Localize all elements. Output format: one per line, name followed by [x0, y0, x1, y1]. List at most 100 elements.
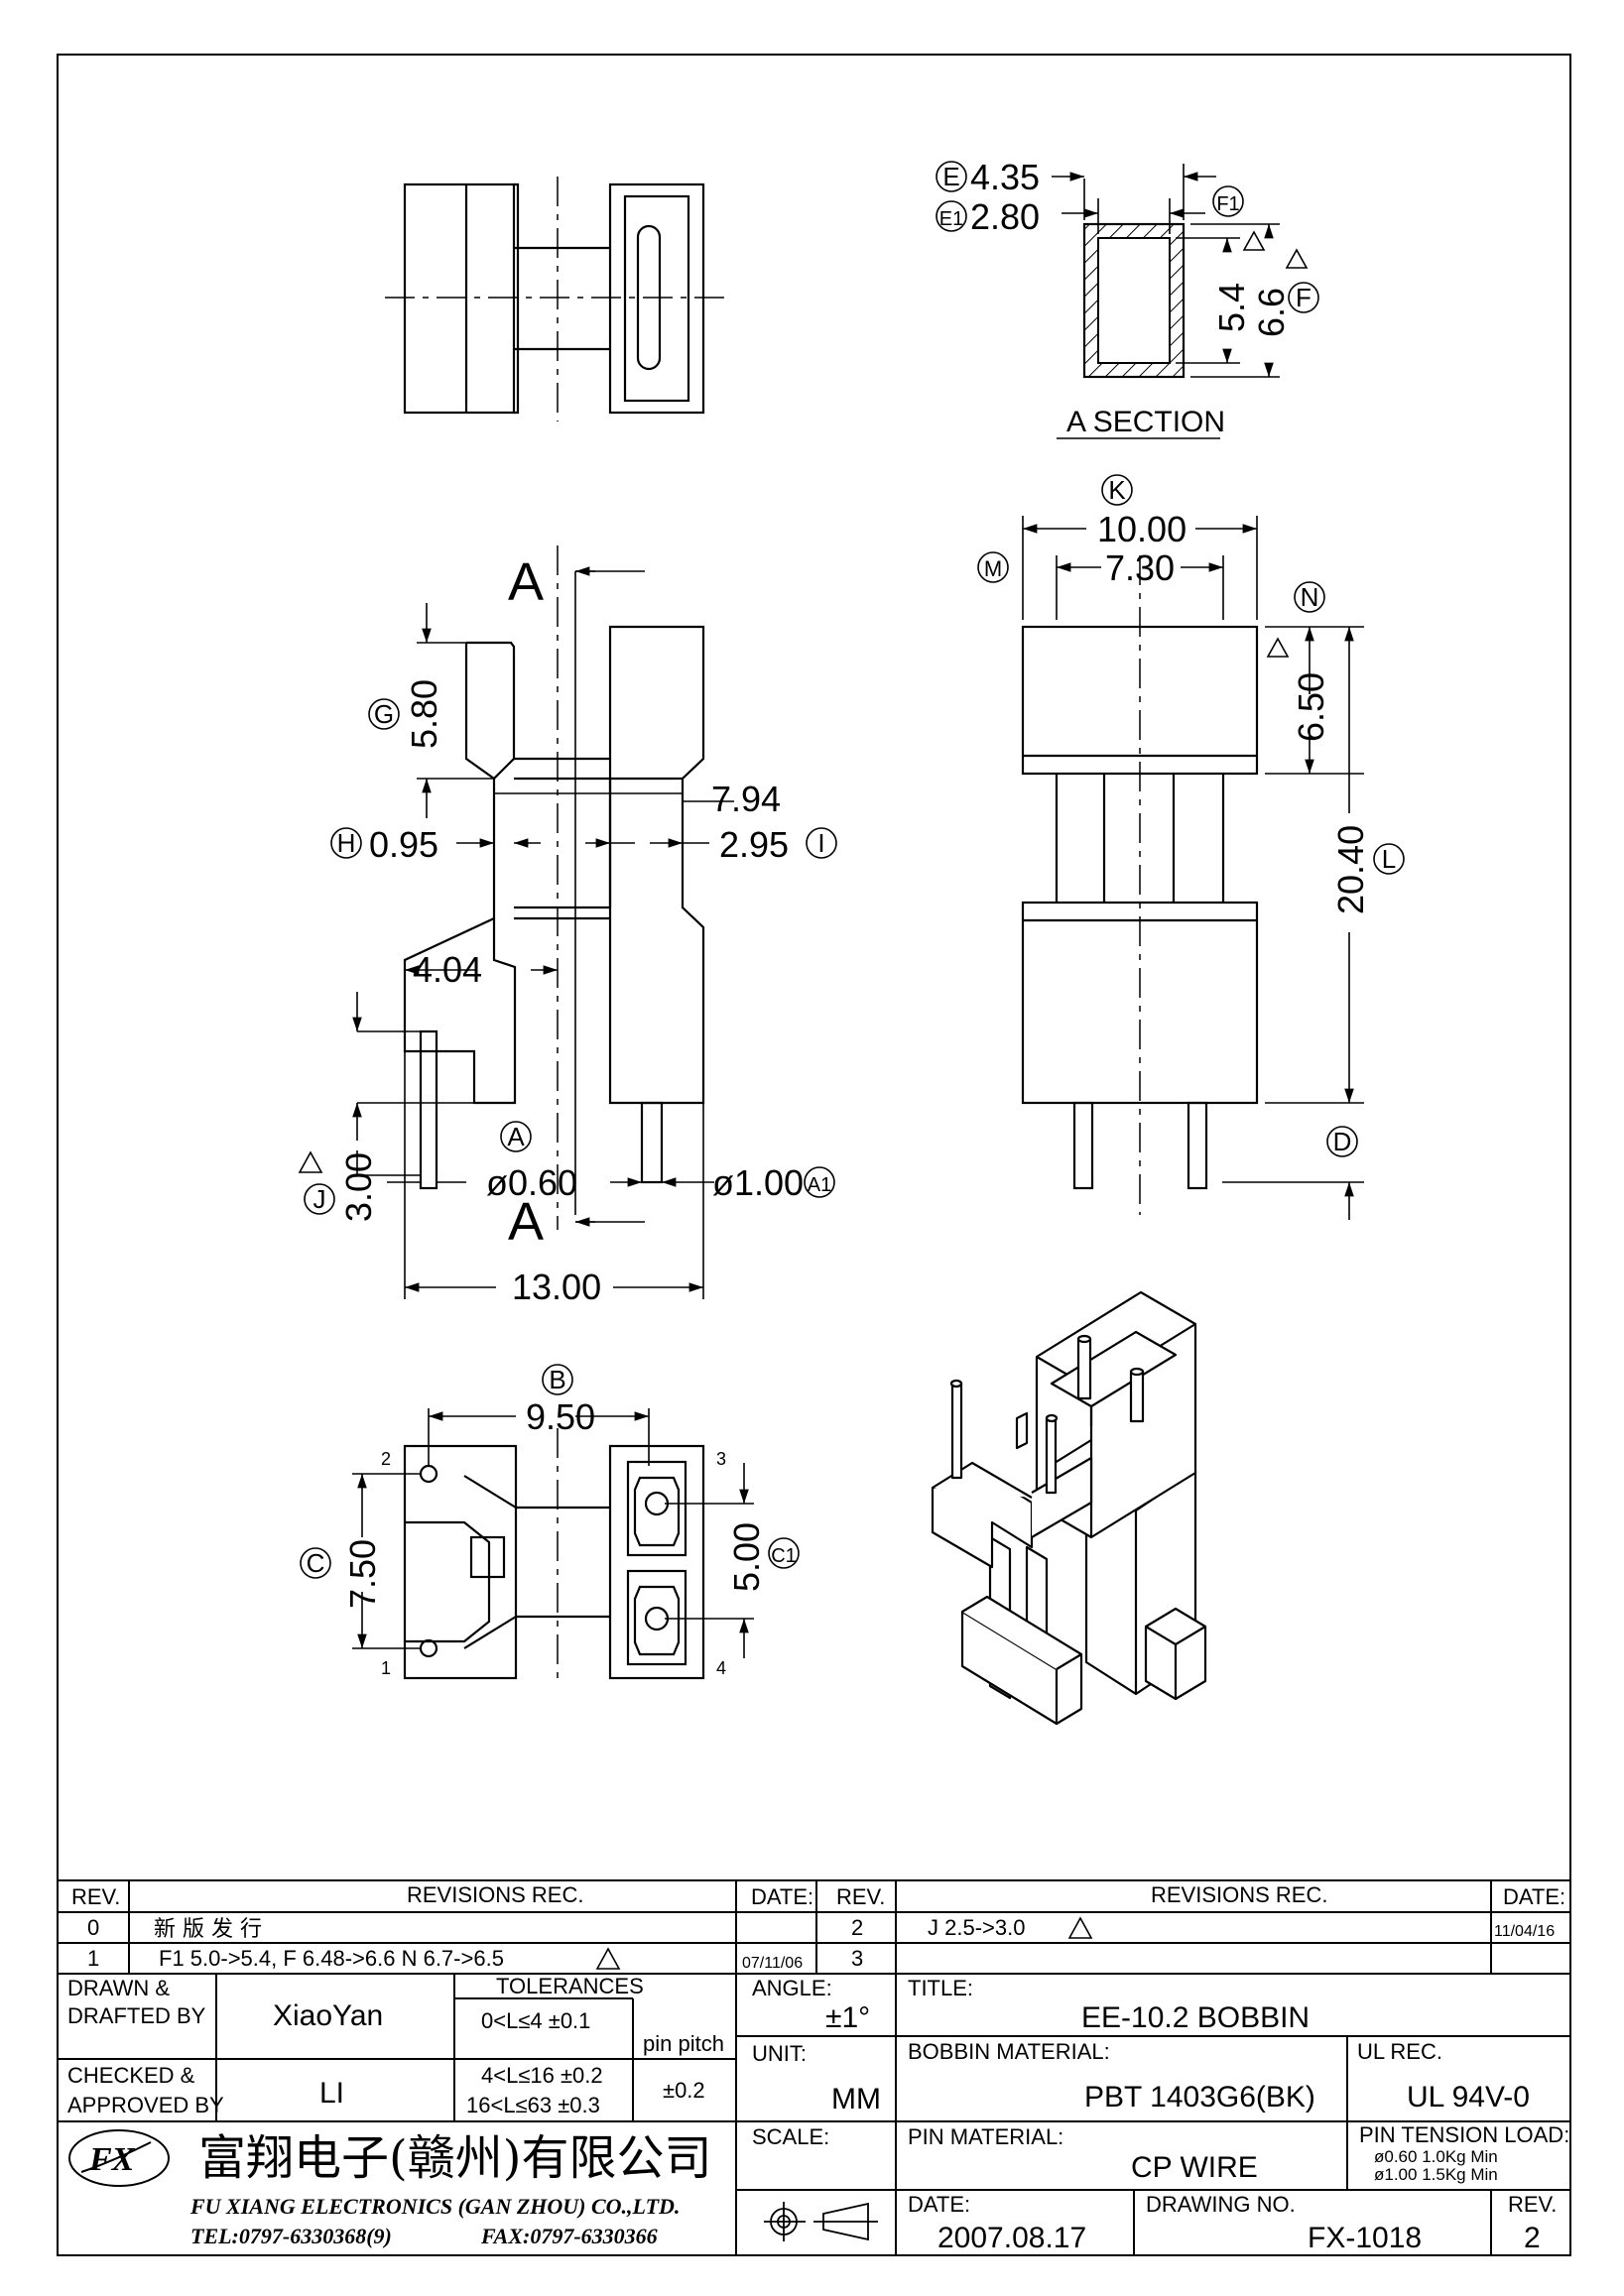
- b-value: 9.50: [526, 1396, 595, 1437]
- pin-number: 2: [381, 1449, 391, 1469]
- ul-value: UL 94V-0: [1407, 2081, 1530, 2114]
- drawn-label: DRAWN &: [67, 1976, 170, 2000]
- pin-material-label: PIN MATERIAL:: [908, 2124, 1063, 2149]
- rev-value: 2: [1524, 2222, 1541, 2254]
- pin-tension-small: ø0.60 1.0Kg Min: [1374, 2147, 1498, 2166]
- angle-value: ±1°: [825, 2001, 870, 2034]
- revision-1-triangle: [1266, 637, 1290, 658]
- i-value: 2.95: [719, 824, 789, 865]
- width-794: 7.94: [711, 779, 781, 819]
- revisions-header: REVISIONS REC.: [1151, 1882, 1327, 1907]
- e1-label: E1: [939, 208, 963, 230]
- i-label: I: [817, 828, 824, 858]
- revision-text: 新 版 发 行: [154, 1917, 262, 1942]
- c-label: C: [307, 1548, 325, 1578]
- tolerance-row: 4<L≤16 ±0.2: [481, 2063, 603, 2088]
- pin-number: 4: [716, 1658, 726, 1678]
- company-fax: FAX:0797-6330366: [480, 2224, 658, 2248]
- bobbin-material-label: BOBBIN MATERIAL:: [908, 2039, 1110, 2064]
- c1-value: 5.00: [726, 1522, 767, 1592]
- revision-date: 11/04/16: [1494, 1923, 1555, 1940]
- rev-label: REV.: [1508, 2192, 1557, 2217]
- pin-small-diameter: ø0.60: [486, 1162, 577, 1203]
- date-header: DATE:: [751, 1884, 813, 1909]
- pin-material: CP WIRE: [1131, 2151, 1258, 2184]
- section-mark-bottom: A: [508, 1192, 544, 1252]
- c-value: 7.50: [342, 1539, 383, 1609]
- drawing-date: 2007.08.17: [937, 2222, 1086, 2254]
- date-header: DATE:: [1503, 1884, 1565, 1909]
- e1-value: 2.80: [970, 196, 1040, 237]
- e-label: E: [942, 162, 959, 191]
- rev-number: 1: [87, 1946, 99, 1971]
- pin-number: 3: [716, 1449, 726, 1469]
- revision-1-triangle: [1285, 248, 1309, 269]
- revision-date: 07/11/06: [742, 1955, 803, 1972]
- l-label: L: [1382, 844, 1396, 874]
- unit-value: MM: [831, 2083, 881, 2115]
- tolerance-row: 16<L≤63 ±0.3: [466, 2093, 600, 2117]
- j-label: J: [313, 1184, 326, 1214]
- title-label: TITLE:: [908, 1976, 973, 2000]
- n-label: N: [1301, 582, 1319, 612]
- dim-inner-height: 5.4: [1211, 283, 1252, 332]
- g-label: G: [374, 699, 394, 729]
- ul-label: UL REC.: [1357, 2039, 1442, 2064]
- rev-header: REV.: [836, 1884, 885, 1909]
- section-mark-top: A: [508, 552, 544, 612]
- projection-symbol: [764, 2202, 878, 2241]
- m-value: 7.30: [1105, 547, 1175, 588]
- logo-text: FX: [88, 2141, 136, 2178]
- title-block-lines: [58, 1879, 1570, 2255]
- a-section-view: E 4.35 E1 2.80 F1 5.4 6.6 F A SECTION: [936, 157, 1319, 439]
- c1-label: C1: [771, 1545, 797, 1567]
- date-label: DATE:: [908, 2192, 970, 2217]
- rev-header: REV.: [71, 1884, 120, 1909]
- drawing-number: FX-1018: [1308, 2222, 1422, 2254]
- e-value: 4.35: [970, 157, 1040, 197]
- revision-text: F1 5.0->5.4, F 6.48->6.6 N 6.7->6.5: [159, 1946, 504, 1971]
- bottom-view: B 9.50 C 7.50 5.00 C1 1 2 3 4: [300, 1364, 800, 1686]
- m-label: M: [984, 556, 1002, 581]
- d-label: D: [1333, 1127, 1352, 1156]
- h-label: H: [337, 828, 356, 858]
- rev-number: 0: [87, 1915, 99, 1940]
- a-label: A: [507, 1122, 525, 1151]
- front-view: K 10.00 M 7.30 N 6.50 20.40 L D: [977, 474, 1405, 1220]
- pin-tension-label: PIN TENSION LOAD:: [1359, 2122, 1569, 2147]
- g-value: 5.80: [404, 679, 444, 749]
- b-label: B: [549, 1365, 565, 1394]
- revision-1-triangle: [595, 1947, 621, 1970]
- rev-number: 2: [851, 1915, 863, 1940]
- unit-label: UNIT:: [752, 2041, 807, 2066]
- angle-label: ANGLE:: [752, 1976, 832, 2000]
- checked-by: LI: [319, 2077, 344, 2110]
- a1-label: A1: [808, 1174, 831, 1196]
- company-logo: FX: [68, 2129, 170, 2187]
- side-view: A A G 5.80 H 0.95 7.94 2.95 I 4.04 A ø0.…: [298, 545, 837, 1307]
- a-section-caption: A SECTION: [1066, 406, 1225, 438]
- revisions-header: REVISIONS REC.: [407, 1882, 583, 1907]
- bobbin-material: PBT 1403G6(BK): [1084, 2081, 1315, 2114]
- pin-pitch-value: ±0.2: [663, 2078, 705, 2103]
- company-name-en: FU XIANG ELECTRONICS (GAN ZHOU) CO.,LTD.: [189, 2194, 680, 2219]
- sheet-border: [57, 54, 1571, 2256]
- pin-pitch-label: pin pitch: [643, 2031, 724, 2056]
- n-value: 6.50: [1291, 672, 1331, 742]
- revision-2-triangle: [298, 1150, 323, 1173]
- approved-label: APPROVED BY: [67, 2093, 224, 2117]
- drawing-title: EE-10.2 BOBBIN: [1081, 2001, 1310, 2034]
- tolerances-title: TOLERANCES: [496, 1974, 644, 1998]
- isometric-view: [931, 1290, 1207, 1726]
- dim-outer-height: 6.6: [1251, 288, 1292, 337]
- pin-large-diameter: ø1.00: [712, 1162, 804, 1203]
- drawing-no-label: DRAWING NO.: [1146, 2192, 1296, 2217]
- company-tel: TEL:0797-6330368(9): [190, 2224, 392, 2248]
- f1-label: F1: [1216, 193, 1239, 215]
- top-view: [385, 177, 729, 422]
- drawn-by: XiaoYan: [273, 1999, 383, 2032]
- drafted-label: DRAFTED BY: [67, 2003, 206, 2028]
- scale-label: SCALE:: [752, 2124, 829, 2149]
- f-label: F: [1296, 283, 1312, 312]
